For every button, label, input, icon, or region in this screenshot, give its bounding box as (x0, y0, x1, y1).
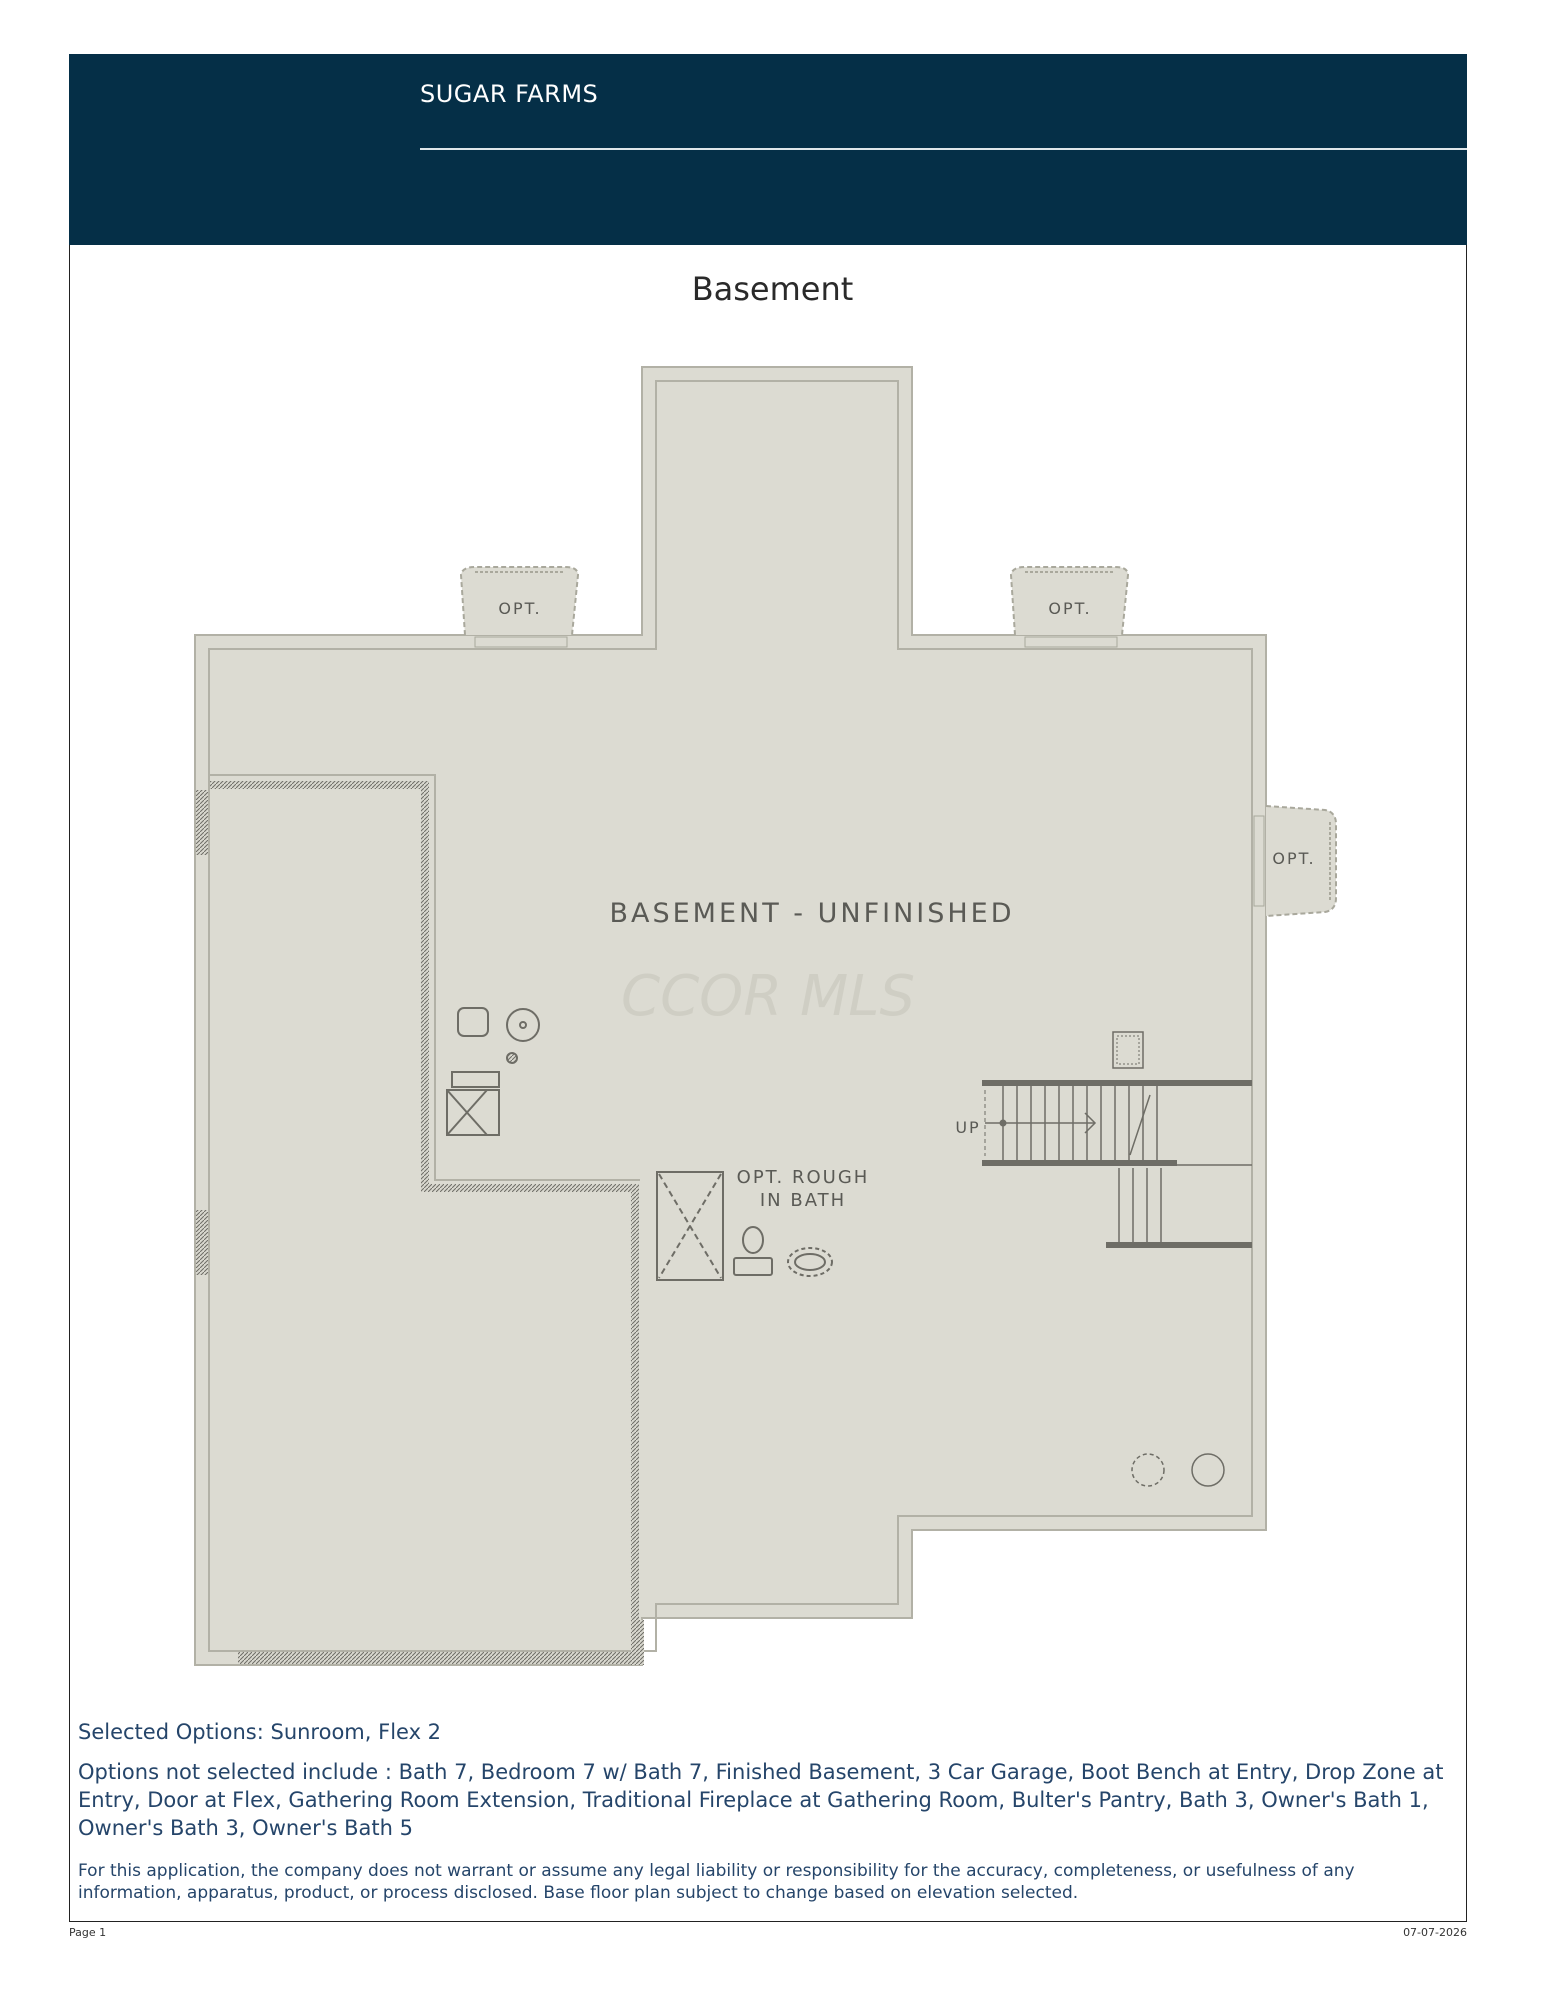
window-left-top (196, 790, 208, 855)
corner-post (631, 1620, 644, 1665)
rough-in-label-2: IN BATH (760, 1190, 846, 1211)
page-number: Page 1 (69, 1926, 107, 1939)
stair-up-label: UP (955, 1118, 980, 1137)
sump-pit-1 (1131, 1453, 1165, 1487)
window-left-mid (196, 1210, 208, 1275)
header-divider (420, 148, 1467, 150)
interior-wall (210, 781, 639, 1635)
window-well-2 (1009, 566, 1130, 648)
community-name: SUGAR FARMS (420, 80, 599, 108)
sump-pit-2 (1191, 1453, 1225, 1487)
window-well-3 (1253, 805, 1337, 917)
opt-label-3: OPT. (1272, 849, 1315, 868)
print-date: 07-07-2026 (1403, 1926, 1467, 1939)
opt-label-1: OPT. (498, 599, 541, 618)
watermark: CCOR MLS (621, 964, 915, 1029)
floor-plan: OPT. OPT. OPT. BASEMENT - UNFINISHED CCO… (194, 366, 1337, 1666)
rough-in-label-1: OPT. ROUGH (737, 1167, 870, 1188)
window-well-1 (459, 566, 580, 648)
plan-title: Basement (691, 270, 854, 308)
staircase (982, 1031, 1252, 1248)
unselected-options: Options not selected include : Bath 7, B… (78, 1760, 1444, 1840)
basement-inner-wall (208, 380, 1253, 1652)
mechanical-equipment (446, 1007, 540, 1136)
disclaimer: For this application, the company does n… (78, 1861, 1355, 1903)
window-bottom (238, 1652, 633, 1664)
rough-in-bath (656, 1171, 833, 1281)
opt-label-2: OPT. (1048, 599, 1091, 618)
selected-options: Selected Options: Sunroom, Flex 2 (78, 1720, 442, 1744)
room-label: BASEMENT - UNFINISHED (609, 898, 1014, 929)
